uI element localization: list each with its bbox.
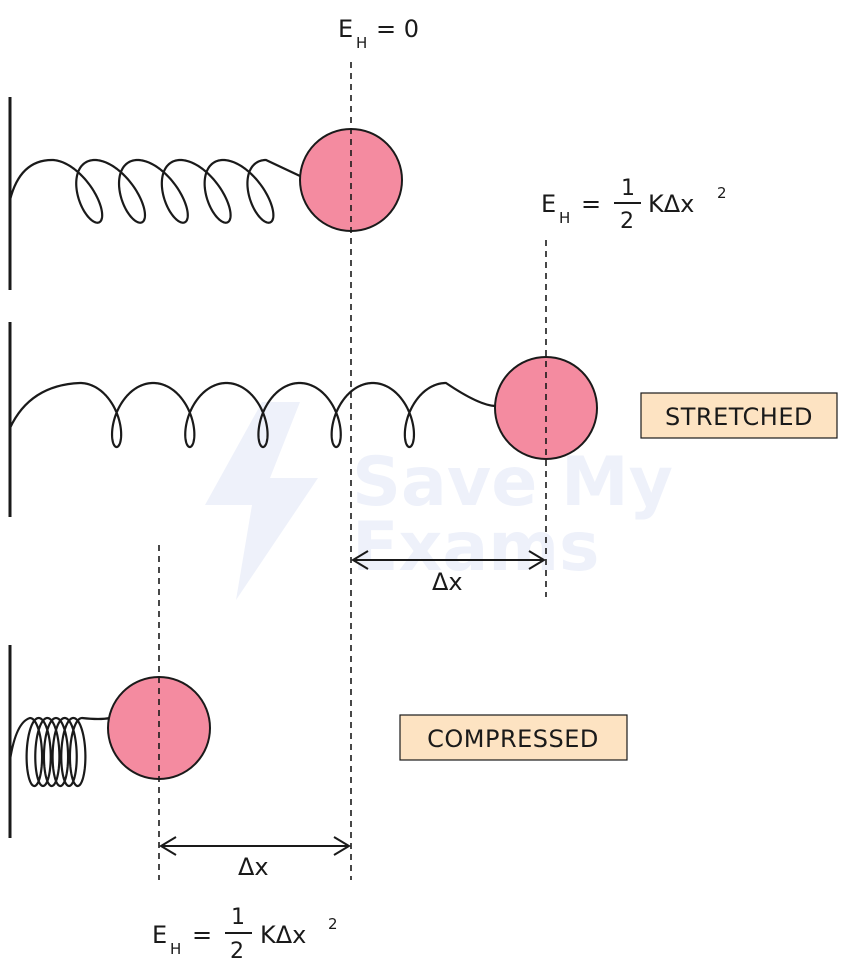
tag-stretched: STRETCHED <box>640 392 838 439</box>
eq-cmp-num: 1 <box>231 905 245 930</box>
spring-equilibrium <box>8 158 301 224</box>
eq-cmp-den: 2 <box>230 939 244 963</box>
eq-top-rhs: = 0 <box>376 15 419 43</box>
tag-compressed: COMPRESSED <box>399 714 628 761</box>
spring-compressed <box>8 716 111 788</box>
spring-stretched <box>9 381 497 449</box>
equation-equilibrium: E H = 0 <box>338 15 419 52</box>
eq-cmp-body: KΔx <box>260 921 306 949</box>
eq-cmp-sup: 2 <box>328 915 338 933</box>
eq-str-den: 2 <box>620 209 634 234</box>
eq-str-num: 1 <box>621 176 635 201</box>
eq-str-sup: 2 <box>717 184 727 202</box>
eq-cmp-eq: = <box>192 921 212 949</box>
eq-str-body: KΔx <box>648 190 694 218</box>
displacement-arrow-compressed <box>159 836 351 856</box>
displacement-arrow-stretched <box>351 550 546 570</box>
eq-str-lhs: E <box>541 190 556 218</box>
eq-cmp-lhs: E <box>152 921 167 949</box>
eq-str-eq: = <box>581 190 601 218</box>
watermark-line-1: Save My <box>352 443 673 522</box>
equation-stretched: E H = 1 2 KΔx 2 <box>541 176 727 234</box>
delta-x-label-compressed: Δx <box>238 853 269 881</box>
watermark: Save My Exams <box>205 402 673 600</box>
watermark-line-2: Exams <box>352 508 600 587</box>
tag-compressed-box <box>399 714 628 761</box>
watermark-bolt-icon <box>205 402 318 600</box>
eq-str-sub: H <box>559 209 570 227</box>
tag-stretched-box <box>640 392 838 439</box>
tag-stretched-label: STRETCHED <box>665 403 813 431</box>
eq-top-lhs: E <box>338 15 353 43</box>
delta-x-label-stretched: Δx <box>432 568 463 596</box>
eq-cmp-sub: H <box>170 940 181 958</box>
tag-compressed-label: COMPRESSED <box>427 725 599 753</box>
equation-compressed: E H = 1 2 KΔx 2 <box>152 905 338 964</box>
eq-top-sub: H <box>356 34 367 52</box>
